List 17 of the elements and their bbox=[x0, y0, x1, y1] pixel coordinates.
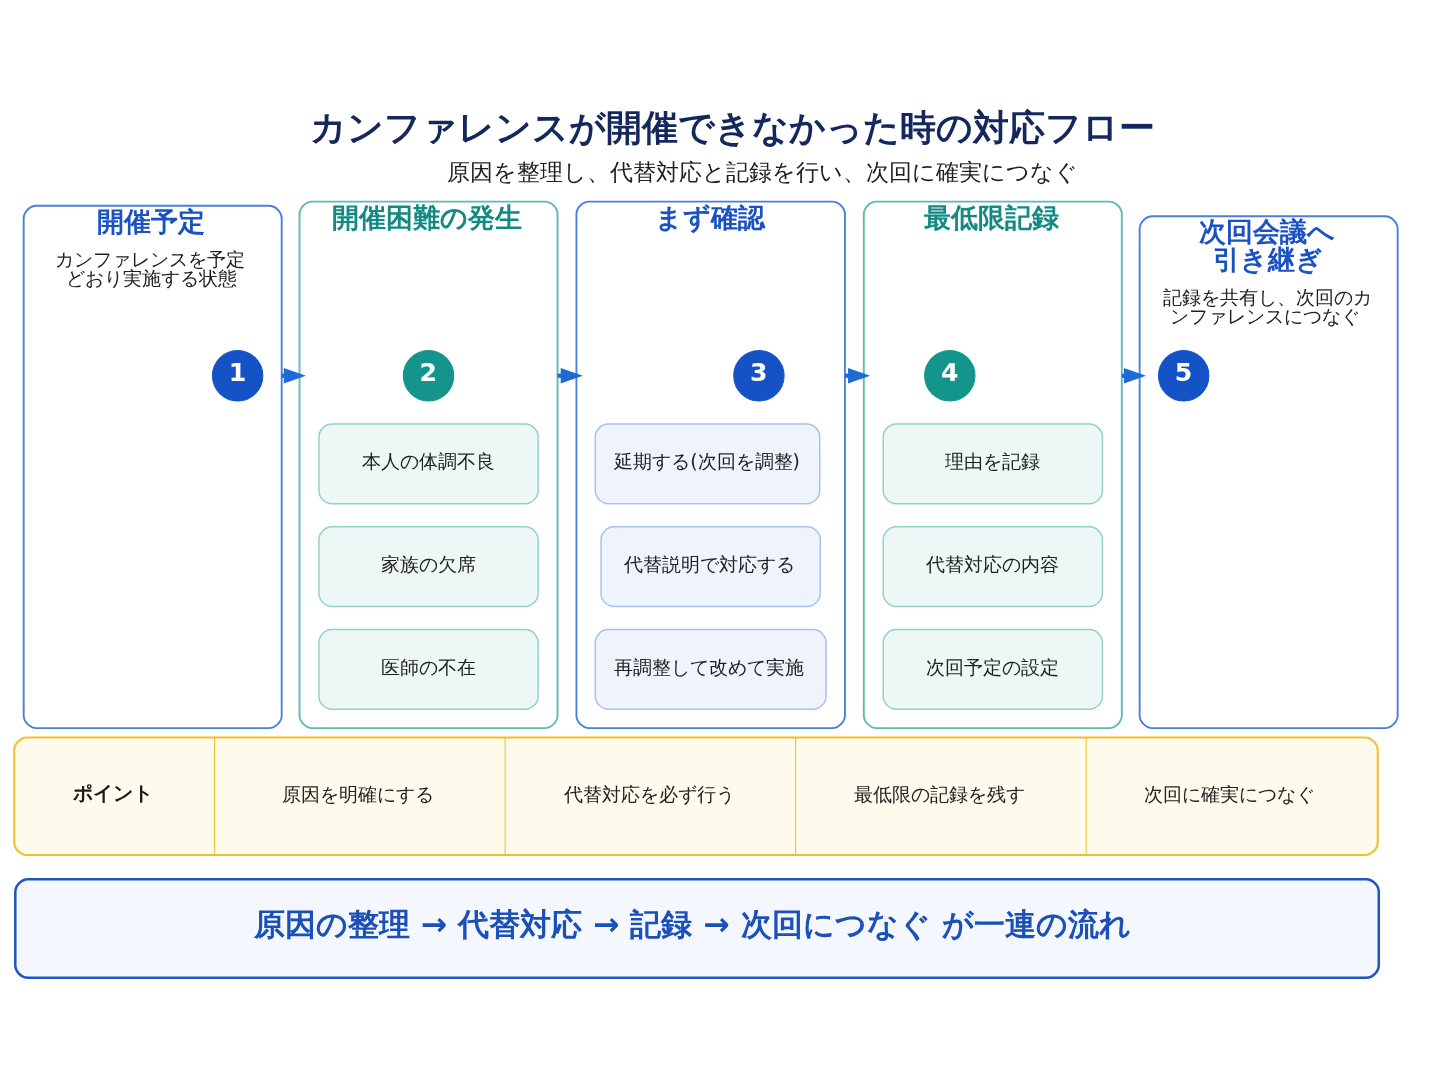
node-box: 原因の整理 → 代替対応 → 記録 → 次回につなぐ が一連の流れ bbox=[13, 877, 1380, 979]
node-box: 次回予定の設定 bbox=[881, 628, 1103, 710]
node-box: 理由を記録 bbox=[881, 423, 1103, 505]
node-circle: 5 bbox=[1157, 350, 1209, 402]
node-box: 家族の欠席 bbox=[317, 526, 539, 608]
node-circle: 3 bbox=[732, 350, 785, 402]
node-box: 延期する(次回を調整) bbox=[594, 423, 820, 505]
node-box: 代替対応の内容 bbox=[881, 526, 1103, 608]
node-box: 再調整して改めて実施 bbox=[594, 628, 827, 710]
diagram-title: カンファレンスが開催できなかった時の対応フロー bbox=[309, 106, 1155, 148]
label: 原因を整理し、代替対応と記録を行い、次回に確実につなぐ bbox=[446, 159, 1078, 186]
node-box: 代替説明で対応する bbox=[599, 526, 821, 608]
node-circle: 2 bbox=[402, 350, 454, 402]
node-box: 本人の体調不良 bbox=[317, 423, 539, 505]
node-circle: 4 bbox=[923, 350, 975, 402]
node-circle: 1 bbox=[211, 350, 263, 402]
node-box: 医師の不在 bbox=[317, 628, 539, 710]
